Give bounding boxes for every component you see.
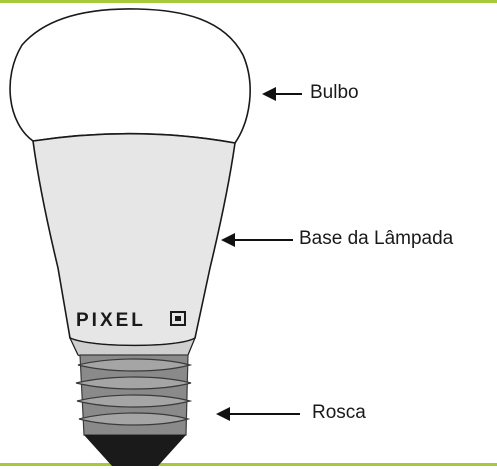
screw-thread xyxy=(75,354,193,436)
label-bulbo: Bulbo xyxy=(310,82,359,103)
brand-logo: PIXEL xyxy=(76,310,146,331)
label-rosca: Rosca xyxy=(312,402,366,423)
brand-logo-badge xyxy=(170,311,186,326)
bulb-glass xyxy=(9,8,251,144)
lamp-base xyxy=(32,132,236,347)
contact-tip xyxy=(84,435,186,466)
brand-logo-badge-inner xyxy=(175,316,181,321)
arrow-rosca xyxy=(216,407,300,421)
label-base: Base da Lâmpada xyxy=(299,228,454,249)
arrow-bulbo xyxy=(262,87,302,101)
arrow-base xyxy=(221,233,293,247)
lamp-illustration: PIXEL xyxy=(9,8,251,466)
